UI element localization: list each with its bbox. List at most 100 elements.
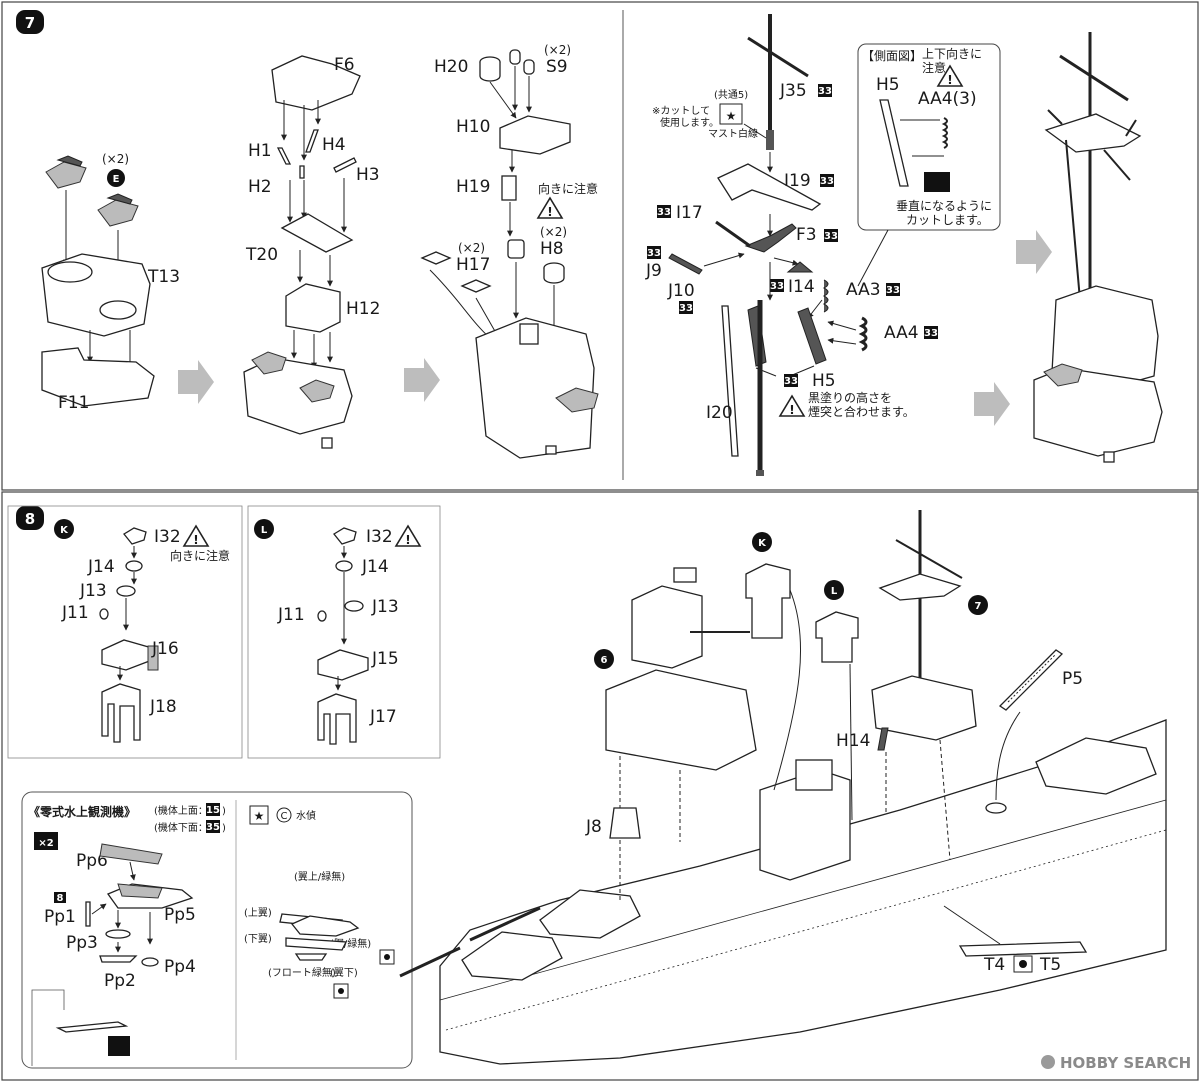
svg-text:H10: H10: [456, 117, 490, 137]
svg-text:S9: S9: [546, 57, 568, 77]
svg-text:J8: J8: [585, 817, 602, 837]
svg-text:E: E: [113, 174, 120, 185]
svg-text:I14: I14: [788, 277, 815, 297]
warning-icon: !: [936, 64, 964, 87]
part-H5-left: [747, 305, 767, 367]
decal-marker: [379, 949, 395, 965]
part-H10: [499, 115, 571, 155]
svg-text:(翼下): (翼下): [330, 967, 358, 979]
svg-text:Pp3: Pp3: [66, 933, 98, 953]
svg-text:J18: J18: [149, 697, 177, 717]
svg-text:33: 33: [886, 285, 900, 296]
svg-text:7: 7: [975, 601, 982, 612]
svg-text:): ): [222, 823, 226, 834]
part-J17: [317, 693, 357, 745]
svg-text:I20: I20: [706, 403, 733, 423]
svg-text:J14: J14: [87, 557, 115, 577]
part-F3-joint: [744, 223, 797, 253]
svg-text:!: !: [947, 73, 952, 87]
svg-text:向きに注意: 向きに注意: [538, 181, 598, 196]
svg-text:J17: J17: [369, 707, 397, 727]
side-view-callout: 【側面図】 上下向きに 注意 ! H5 AA4(3) 垂直になるように カットし…: [857, 43, 1001, 287]
svg-text:T4: T4: [983, 955, 1005, 975]
svg-text:33: 33: [784, 376, 798, 387]
svg-text:H12: H12: [346, 299, 380, 319]
svg-text:I19: I19: [784, 171, 811, 191]
step7-subassembly-e: (×2) E T13 F11: [41, 152, 180, 413]
svg-text:【側面図】: 【側面図】: [862, 49, 922, 63]
svg-text:J13: J13: [79, 581, 107, 601]
flow-arrow: [404, 358, 440, 402]
svg-text:33: 33: [657, 207, 671, 218]
flow-arrow: [178, 360, 214, 404]
svg-text:J15: J15: [371, 649, 399, 669]
main-turret: [461, 931, 563, 981]
part-I19: [717, 163, 822, 211]
svg-text:!: !: [547, 205, 552, 219]
part-I20: [721, 305, 739, 457]
svg-text:使用します。: 使用します。: [660, 116, 719, 129]
svg-text:(機体上面：: (機体上面：: [154, 804, 208, 817]
part-F6: [271, 55, 361, 111]
svg-text:!: !: [193, 533, 198, 547]
svg-text:J35: J35: [779, 81, 807, 101]
watermark: HOBBY SEARCH: [1041, 1054, 1191, 1072]
svg-text:T5: T5: [1039, 955, 1061, 975]
ship-marker-l: L: [815, 580, 859, 821]
completed-tower-7: [1033, 32, 1163, 463]
part-T4-T5: T4 T5: [943, 905, 1088, 975]
svg-text:×2: ×2: [38, 838, 53, 849]
part-H5-right: [797, 307, 827, 365]
svg-text:33: 33: [924, 328, 938, 339]
svg-text:Pp5: Pp5: [164, 905, 196, 925]
svg-text:L: L: [831, 586, 838, 597]
svg-text:6: 6: [601, 655, 608, 666]
warning-icon: !: [182, 524, 210, 547]
svg-text:AA4(3): AA4(3): [918, 89, 977, 109]
svg-text:カットします。: カットします。: [906, 213, 989, 227]
svg-text:《零式水上観測機》: 《零式水上観測機》: [28, 804, 136, 819]
svg-text:H3: H3: [356, 165, 380, 185]
part-H14: [877, 727, 889, 751]
svg-text:H8: H8: [540, 239, 564, 259]
step8-badge: 8: [16, 506, 44, 530]
svg-text:(×2): (×2): [102, 152, 129, 166]
svg-text:35: 35: [206, 822, 220, 833]
star-icon: ★: [726, 109, 737, 123]
svg-text:J10: J10: [667, 281, 695, 301]
svg-text:注意: 注意: [922, 60, 946, 75]
main-turret: [539, 889, 641, 939]
svg-text:(上翼): (上翼): [244, 907, 272, 919]
svg-text:※カットして: ※カットして: [652, 105, 710, 117]
part-T20: [280, 213, 354, 253]
svg-text:J16: J16: [151, 639, 179, 659]
svg-text:煙突と合わせます。: 煙突と合わせます。: [808, 404, 915, 419]
svg-text:AA3: AA3: [846, 280, 881, 300]
step7-mast-assembly: J35 33 (共通5) ★ ※カットして 使用します。 マスト白線 I19 3…: [645, 14, 938, 476]
part-J15: [317, 649, 369, 681]
part-J16: [101, 639, 153, 671]
flow-arrow: [1016, 230, 1052, 274]
svg-text:H19: H19: [456, 177, 490, 197]
svg-text:15: 15: [206, 805, 220, 816]
svg-text:F3: F3: [796, 225, 817, 245]
svg-text:!: !: [789, 403, 794, 417]
svg-text:Pp2: Pp2: [104, 971, 136, 991]
svg-text:HOBBY SEARCH: HOBBY SEARCH: [1060, 1054, 1191, 1072]
star-icon: ★: [254, 809, 265, 823]
part-J18: [101, 683, 141, 743]
svg-text:33: 33: [820, 176, 834, 187]
svg-text:上下向きに: 上下向きに: [922, 46, 982, 61]
svg-text:J14: J14: [361, 557, 389, 577]
svg-text:I32: I32: [366, 527, 393, 547]
svg-text:T20: T20: [245, 245, 278, 265]
bridge-6: 6: [594, 567, 757, 900]
svg-text:!: !: [405, 533, 410, 547]
svg-text:): ): [222, 806, 226, 817]
svg-text:垂直になるように: 垂直になるように: [896, 199, 992, 213]
part-H12: [285, 283, 341, 333]
svg-text:J9: J9: [645, 261, 662, 281]
part-Pp6: [99, 843, 163, 865]
svg-text:(翼上/緑無): (翼上/緑無): [294, 870, 345, 883]
